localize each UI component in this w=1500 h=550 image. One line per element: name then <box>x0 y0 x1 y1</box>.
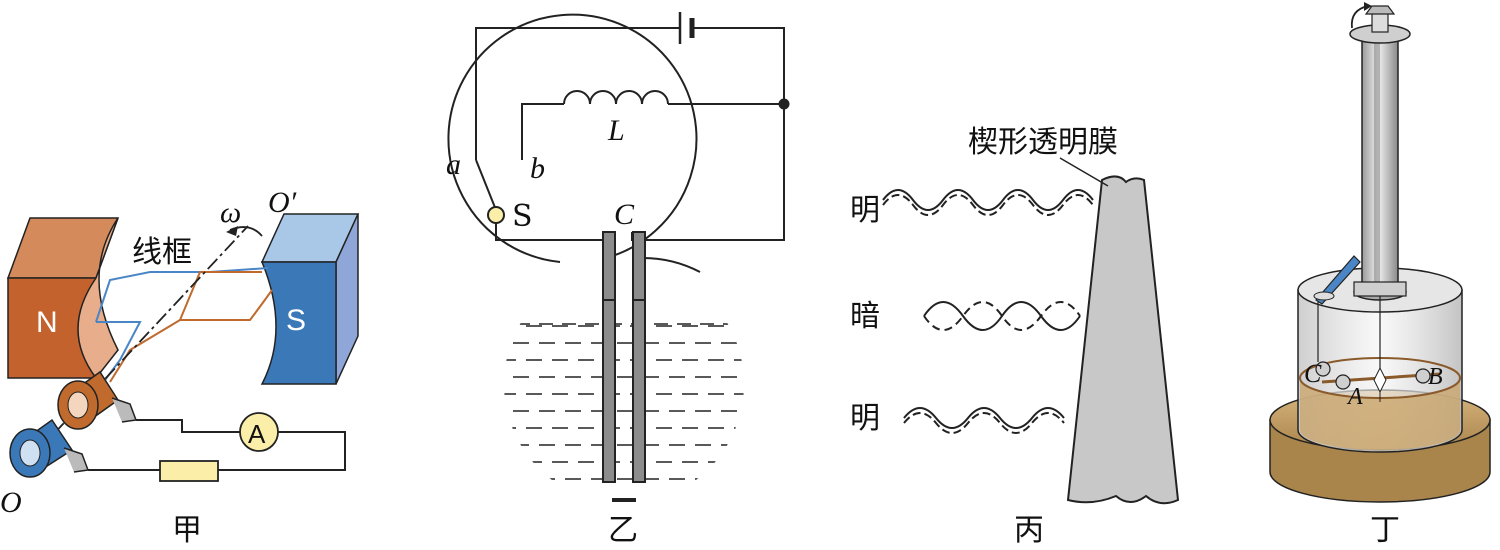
film-label: 楔形透明膜 <box>968 125 1118 160</box>
caption-ding: 丁 <box>1370 513 1400 548</box>
switch-a-label: a <box>446 148 461 181</box>
frame-wire-orange-lead <box>109 319 181 383</box>
ball-c <box>1315 361 1331 377</box>
panel-ding: C A B 丁 <box>1269 2 1491 548</box>
caption-jia: 甲 <box>172 513 202 548</box>
pole-north-label: N <box>36 306 58 339</box>
film-pointer <box>1059 157 1109 187</box>
omega-label: ω <box>220 196 241 229</box>
wave-bright-top-dashed <box>882 194 1094 216</box>
bright-bottom-label: 明 <box>850 401 880 436</box>
caption-yi: 乙 <box>608 513 638 548</box>
axis-start-label: O <box>0 486 22 519</box>
ball-b-label: B <box>1428 364 1443 390</box>
inductor-coil <box>563 90 669 105</box>
wave-dark-dashed <box>923 301 1081 331</box>
slip-ring-orange <box>57 370 138 430</box>
capacitor-label: C <box>614 198 635 231</box>
liquid-dashes <box>504 325 744 480</box>
south-magnet: S <box>260 213 360 385</box>
switch-blade <box>475 159 497 211</box>
switch-label: S <box>512 199 533 234</box>
slip-ring-blue <box>9 418 90 478</box>
outer-wire-right <box>218 431 346 471</box>
ammeter <box>239 412 279 452</box>
frame-wire-orange <box>178 271 273 321</box>
frame-label: 线框 <box>132 235 192 270</box>
caption-bing: 丙 <box>1014 513 1044 548</box>
switch-pivot <box>487 206 505 224</box>
ball-b <box>1415 368 1431 384</box>
ball-a-label: A <box>1346 384 1363 410</box>
junction-dot <box>778 98 790 110</box>
pole-south-label: S <box>286 304 306 337</box>
outer-wire-top <box>136 419 240 433</box>
north-magnet: N <box>6 217 120 380</box>
ammeter-label: A <box>248 419 266 449</box>
wedge-film <box>1066 175 1180 505</box>
bright-top-label: 明 <box>850 193 880 228</box>
wave-bright-bottom-dashed <box>903 412 1065 434</box>
switch-b-label: b <box>530 152 545 185</box>
wire-left-top <box>475 27 680 160</box>
dark-label: 暗 <box>850 299 880 334</box>
resistor <box>159 460 219 482</box>
wave-dark-solid <box>923 301 1081 331</box>
frame-wire-blue <box>95 267 269 323</box>
axis-end-label: O′ <box>268 186 297 219</box>
mirror <box>1373 366 1387 394</box>
flask-outline <box>447 13 698 263</box>
ball-c-label: C <box>1304 359 1322 388</box>
ball-a <box>1335 374 1351 390</box>
wave-bright-bottom-solid <box>903 407 1065 429</box>
panel-jia: N S ω O′ O 线框 <box>0 186 360 548</box>
inductor-label: L <box>607 114 625 147</box>
wave-bright-top-solid <box>882 189 1094 211</box>
panel-bing: 楔形透明膜 明 暗 明 丙 <box>850 125 1180 548</box>
